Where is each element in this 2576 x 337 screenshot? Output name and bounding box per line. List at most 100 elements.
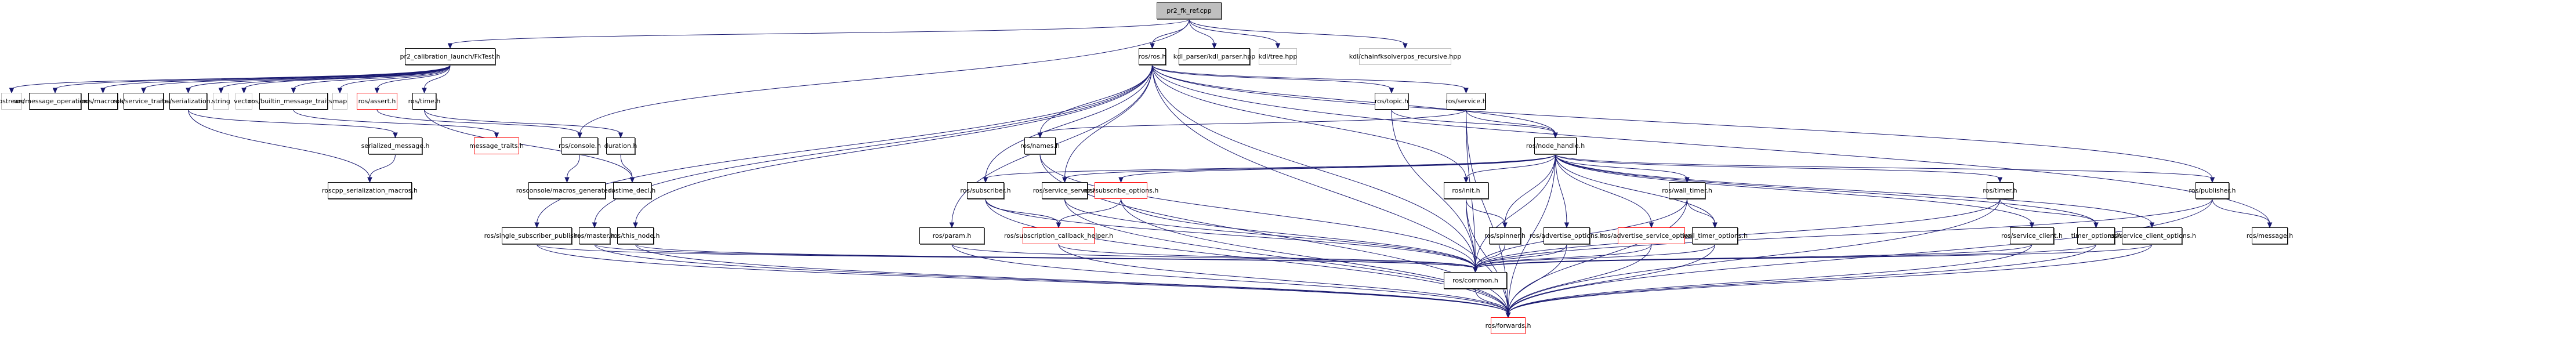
graph-node-names[interactable]: ros/names.h — [1020, 137, 1060, 154]
arrowhead-icon — [1505, 312, 1511, 318]
graph-node-subopts[interactable]: ros/subscribe_options.h — [1084, 182, 1158, 199]
graph-node-srvclientopts[interactable]: ros/service_client_options.h — [2108, 227, 2196, 244]
arrowhead-icon — [337, 88, 343, 94]
graph-node-common[interactable]: ros/common.h — [1444, 272, 1507, 289]
graph-node-subcbhelper[interactable]: ros/subscription_callback_helper.h — [1004, 227, 1113, 244]
arrowhead-icon — [949, 222, 955, 229]
edge-ros-to-master — [594, 64, 1153, 224]
graph-node-time[interactable]: ros/time.h — [408, 93, 440, 110]
graph-node-ros[interactable]: ros/ros.h — [1139, 48, 1166, 65]
edge-nodehandle-to-subopts — [1121, 154, 1556, 179]
graph-node-walltimeropts[interactable]: wall_timer_options.h — [1682, 227, 1748, 244]
graph-node-service[interactable]: ros/service.h — [1445, 93, 1487, 110]
graph-node-walltimer[interactable]: ros/wall_timer.h — [1662, 182, 1712, 199]
graph-node-thisnode[interactable]: ros/this_node.h — [611, 227, 660, 244]
graph-node-message[interactable]: ros/message.h — [2247, 227, 2293, 244]
edge-nodehandle-to-walltimer — [1555, 154, 1687, 179]
arrowhead-icon — [186, 88, 191, 94]
graph-node-fktest[interactable]: pr2_calibration_launch/FkTest.h — [400, 48, 501, 65]
arrowhead-icon — [494, 132, 499, 139]
graph-node-duration[interactable]: duration.h — [604, 137, 637, 154]
graph-node-consolemacros[interactable]: rosconsole/macros_generated.h — [516, 182, 618, 199]
arrowhead-icon — [291, 88, 296, 94]
edge-publisher-to-common — [1475, 198, 2213, 269]
graph-node-srvserver[interactable]: ros/service_server.h — [1033, 182, 1096, 199]
graph-node-srvtraits[interactable]: ros/service_traits.h — [113, 93, 174, 110]
edge-nodehandle-to-timeropts — [1555, 154, 2096, 224]
edge-time-to-duration — [424, 109, 621, 135]
arrowhead-icon — [1463, 88, 1469, 94]
graph-node-param[interactable]: ros/param.h — [919, 227, 984, 244]
edge-service-to-nodehandle — [1466, 109, 1556, 135]
edge-root-to-ros — [1152, 19, 1190, 45]
edge-serialization-to-sermacros — [188, 109, 370, 179]
graph-node-nodehandle[interactable]: ros/node_handle.h — [1526, 137, 1585, 154]
edge-ros-to-thisnode — [635, 64, 1153, 224]
graph-node-advopts[interactable]: ros/advertise_options.h — [1530, 227, 1604, 244]
edge-advsrvopts-to-common — [1475, 244, 1652, 269]
graph-node-timer[interactable]: ros/timer.h — [1983, 182, 2017, 199]
arrowhead-icon — [1473, 267, 1478, 273]
graph-node-serialization[interactable]: ros/serialization.h — [160, 93, 216, 110]
graph-node-publisher[interactable]: ros/publisher.h — [2189, 182, 2236, 199]
edge-ros-to-message — [1152, 64, 2270, 224]
arrowhead-icon — [1649, 222, 1654, 229]
edge-root-to-kdlchain — [1189, 19, 1405, 45]
graph-node-builtin[interactable]: ros/builtin_message_traits.h — [249, 93, 338, 110]
edge-subcbhelper-to-forwards — [1058, 244, 1509, 314]
edge-subopts-to-forwards — [1121, 198, 1509, 314]
edge-fktest-to-msgops — [55, 64, 451, 90]
graph-node-master[interactable]: ros/master.h — [575, 227, 614, 244]
graph-node-init[interactable]: ros/init.h — [1444, 182, 1488, 199]
arrowhead-icon — [52, 88, 58, 94]
edge-walltimeropts-to-forwards — [1508, 244, 1715, 314]
arrowhead-icon — [1056, 222, 1061, 229]
graph-node-sermacros[interactable]: roscpp_serialization_macros.h — [322, 182, 418, 199]
edge-walltimer-to-walltimeropts — [1687, 198, 1715, 224]
edge-init-to-forwards — [1466, 198, 1509, 314]
graph-node-advsrvopts[interactable]: ros/advertise_service_options.h — [1601, 227, 1702, 244]
graph-node-timeropts[interactable]: timer_options.h — [2071, 227, 2121, 244]
edge-subscriber-to-forwards — [985, 198, 1509, 314]
graph-node-subscriber[interactable]: ros/subscriber.h — [960, 182, 1011, 199]
edge-ros-to-publisher — [1152, 64, 2213, 179]
graph-node-macros[interactable]: ros/macros.h — [82, 93, 124, 110]
edge-walltimeropts-to-common — [1475, 244, 1715, 269]
edge-singlesubpub-to-forwards — [537, 244, 1509, 314]
arrowhead-icon — [1564, 222, 1570, 229]
graph-node-topic[interactable]: ros/topic.h — [1375, 93, 1408, 110]
edge-topic-to-nodehandle — [1391, 109, 1556, 135]
edge-fktest-to-ostream — [11, 64, 451, 90]
edge-nodehandle-to-advopts — [1555, 154, 1567, 224]
graph-node-forwards[interactable]: ros/forwards.h — [1486, 317, 1531, 334]
edge-publisher-to-forwards — [1508, 198, 2213, 314]
edge-nodehandle-to-srvclientopts — [1555, 154, 2153, 224]
graph-node-kdlparser[interactable]: kdl_parser/kdl_parser.hpp — [1173, 48, 1255, 65]
arrowhead-icon — [633, 222, 638, 229]
graph-node-singlesubpub[interactable]: ros/single_subscriber_publisher.h — [484, 227, 589, 244]
graph-node-console[interactable]: ros/console.h — [559, 137, 601, 154]
graph-node-spinner[interactable]: ros/spinner.h — [1484, 227, 1526, 244]
arrowhead-icon — [2267, 222, 2273, 229]
edge-fktest-to-serialization — [188, 64, 451, 90]
edge-publisher-to-message — [2212, 198, 2270, 224]
edge-console-to-consolemacros — [567, 154, 580, 179]
edge-serialization-to-serializedmsg — [188, 109, 396, 135]
graph-node-serializedmsg[interactable]: serialized_message.h — [361, 137, 429, 154]
graph-node-msgops[interactable]: ros/message_operations.h — [13, 93, 97, 110]
edge-fktest-to-vector — [244, 64, 451, 90]
graph-node-root[interactable]: pr2_fk_ref.cpp — [1157, 2, 1222, 19]
arrowhead-icon — [983, 177, 988, 183]
edge-subopts-to-subcbhelper — [1058, 198, 1121, 224]
arrowhead-icon — [374, 88, 380, 94]
arrowhead-icon — [1037, 132, 1043, 139]
graph-node-msgtraits[interactable]: message_traits.h — [469, 137, 524, 154]
edge-fktest-to-time — [424, 64, 451, 90]
arrowhead-icon — [564, 177, 570, 183]
graph-node-kdltree: kdl/tree.hpp — [1259, 48, 1297, 65]
graph-node-assert[interactable]: ros/assert.h — [357, 93, 397, 110]
edge-timer-to-timeropts — [1999, 198, 2096, 224]
edge-srvserver-to-forwards — [1064, 198, 1509, 314]
graph-node-rostimedecl[interactable]: rostime_decl.h — [609, 182, 655, 199]
graph-node-srvclient[interactable]: ros/service_client.h — [2001, 227, 2063, 244]
